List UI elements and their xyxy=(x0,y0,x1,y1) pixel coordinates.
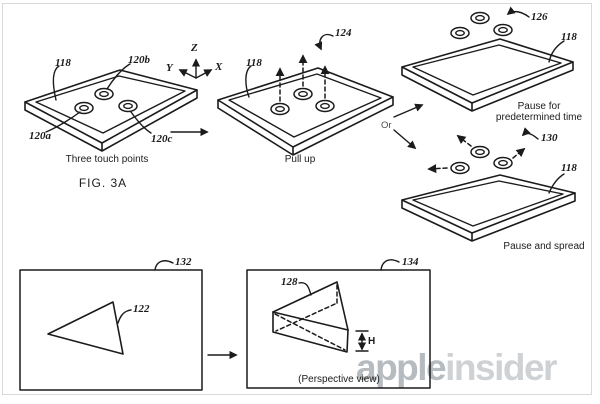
leader-126-arrow xyxy=(506,6,530,18)
or-label: Or xyxy=(381,120,392,131)
leader-128 xyxy=(298,281,312,296)
caption-pause-line2: predetermined time xyxy=(495,112,583,123)
watermark-insider: insider xyxy=(445,347,557,388)
pull-up-arrows-icon xyxy=(275,54,330,102)
ref-118-pause: 118 xyxy=(561,31,577,43)
touch-point-120b-icon xyxy=(94,87,114,101)
xyz-axes-icon xyxy=(178,58,213,79)
tablet-pause xyxy=(401,6,574,112)
tablet-pause-and-spread xyxy=(401,127,576,242)
height-dim-label: H xyxy=(368,336,376,347)
ref-126: 126 xyxy=(531,11,548,23)
hovering-touch-points-icon xyxy=(450,11,513,40)
leader-130-arrow xyxy=(521,127,539,140)
appleinsider-watermark: appleinsider xyxy=(356,347,557,389)
leader-118 xyxy=(548,173,565,194)
or-branch-arrows-icon xyxy=(393,103,424,150)
ref-120c: 120c xyxy=(151,133,173,145)
spread-arrows-icon xyxy=(427,134,526,174)
leader-134 xyxy=(380,259,400,271)
hovering-touch-points-icon xyxy=(450,145,513,175)
tablet-three-touch-points xyxy=(24,63,198,152)
ref-134: 134 xyxy=(402,256,419,268)
caption-perspective-view: (Perspective view) xyxy=(298,374,380,385)
leader-118 xyxy=(52,65,60,101)
caption-pause: Pause for predetermined time xyxy=(496,101,582,123)
ref-120b: 120b xyxy=(128,54,150,66)
tablet-pull-up xyxy=(217,33,394,156)
caption-pull-up: Pull up xyxy=(284,154,316,165)
triangle-2d-shape xyxy=(47,301,124,355)
ref-118-pull: 118 xyxy=(246,57,262,69)
ref-132: 132 xyxy=(175,256,192,268)
ref-118-spread: 118 xyxy=(561,162,577,174)
caption-pause-and-spread: Pause and spread xyxy=(503,241,585,252)
leader-120c xyxy=(130,111,152,134)
ref-128: 128 xyxy=(281,276,298,288)
caption-three-touch-points: Three touch points xyxy=(65,154,149,165)
axis-y-label: Y xyxy=(166,62,173,74)
leader-118 xyxy=(548,40,565,63)
display-box-2d xyxy=(19,260,203,391)
ref-120a: 120a xyxy=(29,130,51,142)
height-dimension-icon xyxy=(355,330,369,352)
leader-122 xyxy=(117,309,132,324)
axis-x-label: X xyxy=(215,61,223,73)
axis-z-label: Z xyxy=(191,42,198,54)
image-frame xyxy=(2,3,592,395)
touch-point-120a-icon xyxy=(74,101,94,115)
leader-120a xyxy=(45,111,81,133)
prism-3d-shape xyxy=(272,281,349,353)
ref-130: 130 xyxy=(541,132,558,144)
ref-122: 122 xyxy=(133,303,150,315)
leader-132 xyxy=(154,260,174,271)
leader-120b xyxy=(106,63,131,90)
touch-point-icon xyxy=(270,87,335,116)
leader-118 xyxy=(245,65,252,98)
figure-label: FIG. 3A xyxy=(78,176,128,190)
caption-pause-line1: Pause for xyxy=(517,101,561,112)
touch-point-120c-icon xyxy=(118,99,138,113)
display-box-3d xyxy=(246,259,431,389)
leader-124-arrow xyxy=(314,33,334,51)
watermark-apple: apple xyxy=(356,347,447,388)
ref-124: 124 xyxy=(335,27,352,39)
ref-118-touch: 118 xyxy=(55,57,71,69)
